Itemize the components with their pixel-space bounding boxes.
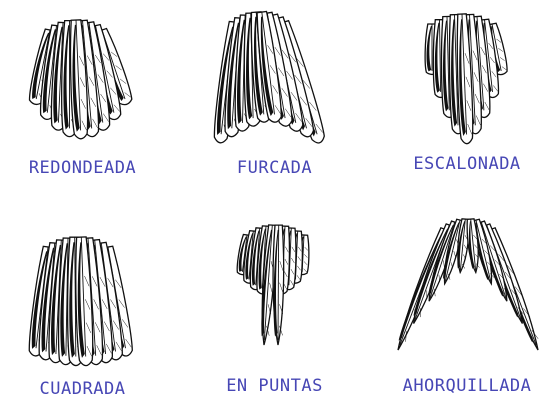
tail-furcada-label: FURCADA bbox=[236, 158, 313, 178]
en-puntas-feather bbox=[272, 224, 285, 346]
tail-en-puntas-label: EN PUNTAS bbox=[226, 376, 323, 396]
tail-escalonada-drawing bbox=[424, 13, 508, 145]
tail-cuadrada-drawing bbox=[28, 236, 133, 367]
tail-ahorquillada-drawing bbox=[397, 218, 539, 351]
redondeada-feather bbox=[69, 19, 89, 140]
tail-redondeada-drawing bbox=[28, 19, 133, 140]
cuadrada-feather bbox=[75, 236, 94, 367]
tail-furcada-drawing bbox=[213, 10, 325, 144]
tail-ahorquillada: AHORQUILLADA bbox=[382, 205, 552, 399]
tail-ahorquillada-label: AHORQUILLADA bbox=[402, 376, 532, 396]
furcada-feather bbox=[256, 10, 282, 123]
tail-redondeada-label: REDONDEADA bbox=[28, 158, 137, 178]
escalonada-feather bbox=[456, 13, 474, 145]
ahorquillada-feather bbox=[466, 218, 480, 275]
tail-en-puntas-drawing bbox=[236, 224, 310, 346]
tail-escalonada: ESCALONADA bbox=[382, 0, 552, 190]
tail-escalonada-label: ESCALONADA bbox=[413, 154, 521, 174]
tail-en-puntas: EN PUNTAS bbox=[192, 205, 357, 399]
tail-cuadrada-label: CUADRADA bbox=[39, 379, 126, 399]
tail-furcada: FURCADA bbox=[192, 0, 357, 190]
tail-cuadrada: CUADRADA bbox=[0, 205, 165, 399]
tail-redondeada: REDONDEADA bbox=[0, 0, 165, 190]
